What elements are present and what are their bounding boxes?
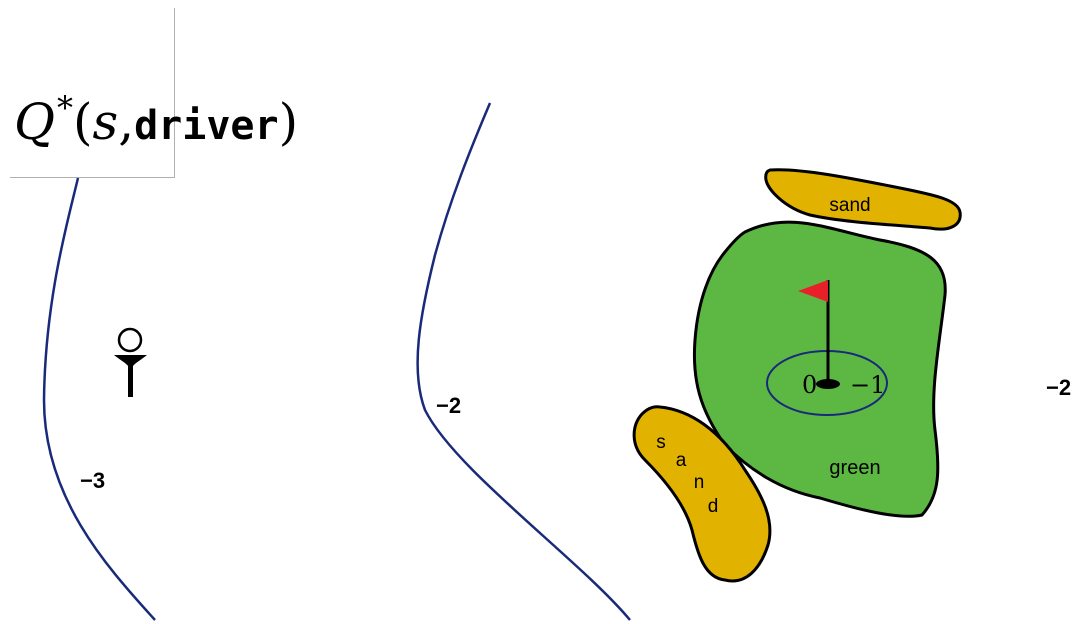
contour-line-left	[42, 177, 156, 621]
sand-left-letter-d: d	[708, 496, 719, 517]
title-close-paren: )	[278, 93, 299, 151]
flag-icon	[798, 280, 830, 383]
inner-ring-label: −1	[850, 371, 885, 399]
sand-left-letter-a: a	[676, 450, 687, 471]
sand-top-label: sand	[829, 195, 870, 216]
title-comma: ,	[118, 93, 135, 151]
diagram-title: Q*(s,driver)	[14, 92, 298, 147]
putting-green	[692, 220, 947, 518]
sand-trap-left	[632, 405, 772, 583]
title-star: *	[57, 89, 73, 127]
contour-label-right: −2	[1046, 375, 1071, 400]
sand-left-letter-n: n	[694, 472, 705, 493]
title-state: s	[92, 93, 119, 151]
green-label: green	[829, 457, 880, 479]
hole-value-label: 0	[802, 371, 817, 399]
hole-icon	[816, 379, 840, 389]
title-frame	[10, 8, 175, 178]
title-action: driver	[134, 103, 279, 149]
contour-label-middle: −2	[436, 393, 461, 418]
golf-tee-icon	[114, 327, 147, 397]
title-open-paren: (	[73, 93, 93, 151]
contour-label-left: −3	[80, 468, 105, 493]
sand-left-letter-s: s	[656, 432, 666, 453]
title-q: Q	[14, 93, 55, 151]
sand-trap-top	[764, 168, 962, 231]
contour-line-middle	[416, 102, 631, 621]
